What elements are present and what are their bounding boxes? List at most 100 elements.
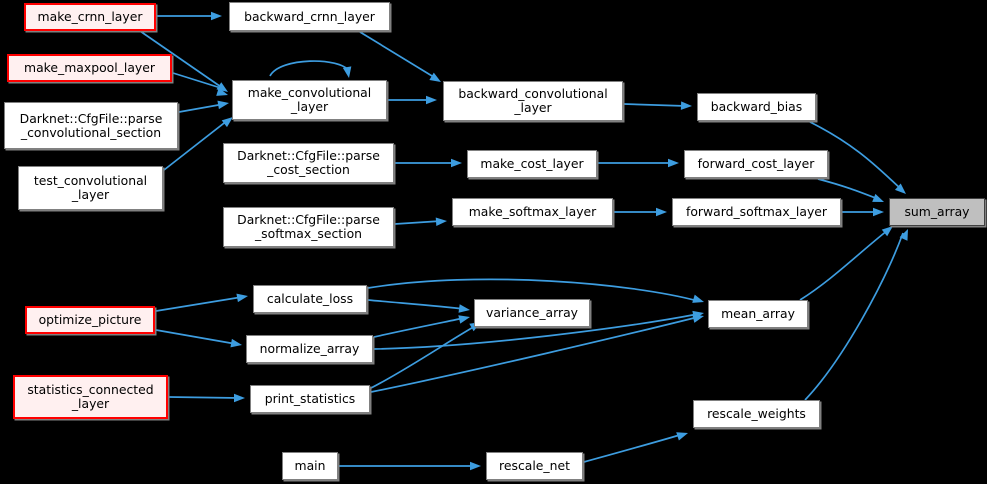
graph-node-mean_array[interactable]: mean_array xyxy=(708,300,808,328)
arrowhead xyxy=(899,229,908,241)
graph-node-main[interactable]: main xyxy=(282,452,338,480)
arrowhead xyxy=(676,432,688,441)
graph-node-sum_array[interactable]: sum_array xyxy=(889,198,985,226)
graph-node-label: make_maxpool_layer xyxy=(24,60,155,76)
graph-node-label: forward_softmax_layer xyxy=(685,204,828,220)
arrowhead xyxy=(692,294,704,303)
graph-node-label: make_softmax_layer xyxy=(468,204,597,220)
arrowhead xyxy=(451,158,462,168)
graph-node-statistics_connected_layer[interactable]: statistics_connected _layer xyxy=(13,375,168,419)
edge-make_crnn_layer-to-make_convolutional_layer xyxy=(139,30,225,90)
graph-node-print_statistics[interactable]: print_statistics xyxy=(250,385,370,413)
graph-node-label: backward_bias xyxy=(710,99,803,115)
graph-node-label: backward_convolutional _layer xyxy=(458,86,608,115)
arrowhead xyxy=(873,207,884,217)
edge-layer xyxy=(139,15,904,467)
arrowhead xyxy=(872,193,884,202)
edge-statistics_connected_layer-to-print_statistics xyxy=(168,396,240,399)
graph-node-test_convolutional_layer[interactable]: test_convolutional _layer xyxy=(18,166,163,210)
arrowhead xyxy=(230,338,242,348)
graph-node-make_crnn_layer[interactable]: make_crnn_layer xyxy=(24,3,156,31)
graph-node-label: rescale_net xyxy=(499,458,570,474)
graph-node-make_convolutional_layer[interactable]: make_convolutional _layer xyxy=(232,80,387,120)
graph-node-make_cost_layer[interactable]: make_cost_layer xyxy=(467,150,597,178)
arrowhead xyxy=(211,11,222,21)
arrowhead-layer xyxy=(211,11,908,471)
edge-parse_softmax_section-to-make_softmax_layer xyxy=(394,220,442,225)
edge-backward_bias-to-sum_array xyxy=(809,121,902,190)
graph-node-rescale_net[interactable]: rescale_net xyxy=(486,452,583,480)
graph-node-label: calculate_loss xyxy=(266,291,354,307)
graph-node-calculate_loss[interactable]: calculate_loss xyxy=(253,285,367,313)
graph-node-label: make_crnn_layer xyxy=(37,9,143,25)
edge-make_convolutional_layer-to-make_convolutional_layer xyxy=(269,60,350,77)
edge-normalize_array-to-mean_array xyxy=(373,313,699,350)
arrowhead xyxy=(216,87,228,96)
graph-node-label: print_statistics xyxy=(264,391,356,407)
graph-node-label: statistics_connected _layer xyxy=(27,382,154,411)
arrowhead xyxy=(692,314,704,323)
graph-node-normalize_array[interactable]: normalize_array xyxy=(246,335,373,363)
edge-calculate_loss-to-mean_array xyxy=(367,278,699,302)
arrowhead xyxy=(656,207,667,217)
arrowhead xyxy=(236,293,248,303)
graph-node-label: rescale_weights xyxy=(707,406,806,422)
arrowhead xyxy=(217,100,229,110)
arrowhead xyxy=(342,66,352,78)
edge-mean_array-to-sum_array xyxy=(799,229,889,301)
graph-node-parse_convolutional_section[interactable]: Darknet::CfgFile::parse _convolutional_s… xyxy=(4,102,178,149)
edge-parse_convolutional_section-to-make_convolutional_layer xyxy=(178,103,225,113)
edge-print_statistics-to-mean_array xyxy=(370,316,699,393)
arrowhead xyxy=(458,315,470,324)
graph-node-backward_crnn_layer[interactable]: backward_crnn_layer xyxy=(229,2,390,31)
graph-node-label: make_cost_layer xyxy=(480,156,584,172)
graph-node-make_maxpool_layer[interactable]: make_maxpool_layer xyxy=(7,54,172,82)
graph-node-optimize_picture[interactable]: optimize_picture xyxy=(25,306,155,334)
arrowhead xyxy=(894,183,906,194)
graph-node-label: sum_array xyxy=(904,204,970,220)
arrowhead xyxy=(680,101,692,110)
edge-rescale_weights-to-sum_array xyxy=(804,232,904,401)
edge-make_maxpool_layer-to-make_convolutional_layer xyxy=(172,72,225,90)
arrowhead xyxy=(426,95,437,105)
graph-node-label: Darknet::CfgFile::parse _softmax_section xyxy=(237,212,380,241)
graph-node-rescale_weights[interactable]: rescale_weights xyxy=(693,400,820,428)
graph-node-forward_softmax_layer[interactable]: forward_softmax_layer xyxy=(672,198,841,226)
edge-calculate_loss-to-variance_array xyxy=(367,299,465,310)
graph-node-label: Darknet::CfgFile::parse _convolutional_s… xyxy=(19,110,163,140)
arrowhead xyxy=(221,117,233,128)
edge-optimize_picture-to-normalize_array xyxy=(155,329,237,345)
graph-node-parse_cost_section[interactable]: Darknet::CfgFile::parse _cost_section xyxy=(223,143,394,183)
arrowhead xyxy=(429,72,441,82)
edge-test_convolutional_layer-to-make_convolutional_layer xyxy=(163,119,229,171)
arrowhead xyxy=(881,226,893,237)
graph-node-label: main xyxy=(294,458,326,474)
graph-node-backward_convolutional_layer[interactable]: backward_convolutional _layer xyxy=(443,81,623,121)
edge-optimize_picture-to-calculate_loss xyxy=(155,296,243,312)
graph-node-label: forward_cost_layer xyxy=(697,156,815,172)
graph-node-label: test_convolutional _layer xyxy=(33,173,148,202)
graph-node-make_softmax_layer[interactable]: make_softmax_layer xyxy=(452,198,613,226)
arrowhead xyxy=(435,217,447,227)
edge-forward_cost_layer-to-sum_array xyxy=(817,178,879,200)
edge-backward_crnn_layer-to-backward_convolutional_layer xyxy=(359,31,438,80)
arrowhead xyxy=(470,461,481,471)
graph-node-parse_softmax_section[interactable]: Darknet::CfgFile::parse _softmax_section xyxy=(223,207,394,247)
arrowhead xyxy=(234,393,245,403)
graph-node-label: backward_crnn_layer xyxy=(244,8,375,24)
arrowhead xyxy=(458,304,470,313)
graph-node-backward_bias[interactable]: backward_bias xyxy=(697,93,816,121)
graph-node-variance_array[interactable]: variance_array xyxy=(474,299,590,327)
graph-node-label: mean_array xyxy=(721,306,795,322)
graph-node-label: optimize_picture xyxy=(38,312,142,328)
graph-node-label: variance_array xyxy=(485,305,579,321)
edge-normalize_array-to-variance_array xyxy=(373,317,465,338)
edge-rescale_net-to-rescale_weights xyxy=(583,433,684,463)
graph-node-forward_cost_layer[interactable]: forward_cost_layer xyxy=(684,150,828,178)
graph-node-label: make_convolutional _layer xyxy=(247,85,372,114)
graph-node-label: Darknet::CfgFile::parse _cost_section xyxy=(237,148,380,177)
arrowhead xyxy=(668,158,679,168)
edge-print_statistics-to-variance_array xyxy=(370,324,478,389)
